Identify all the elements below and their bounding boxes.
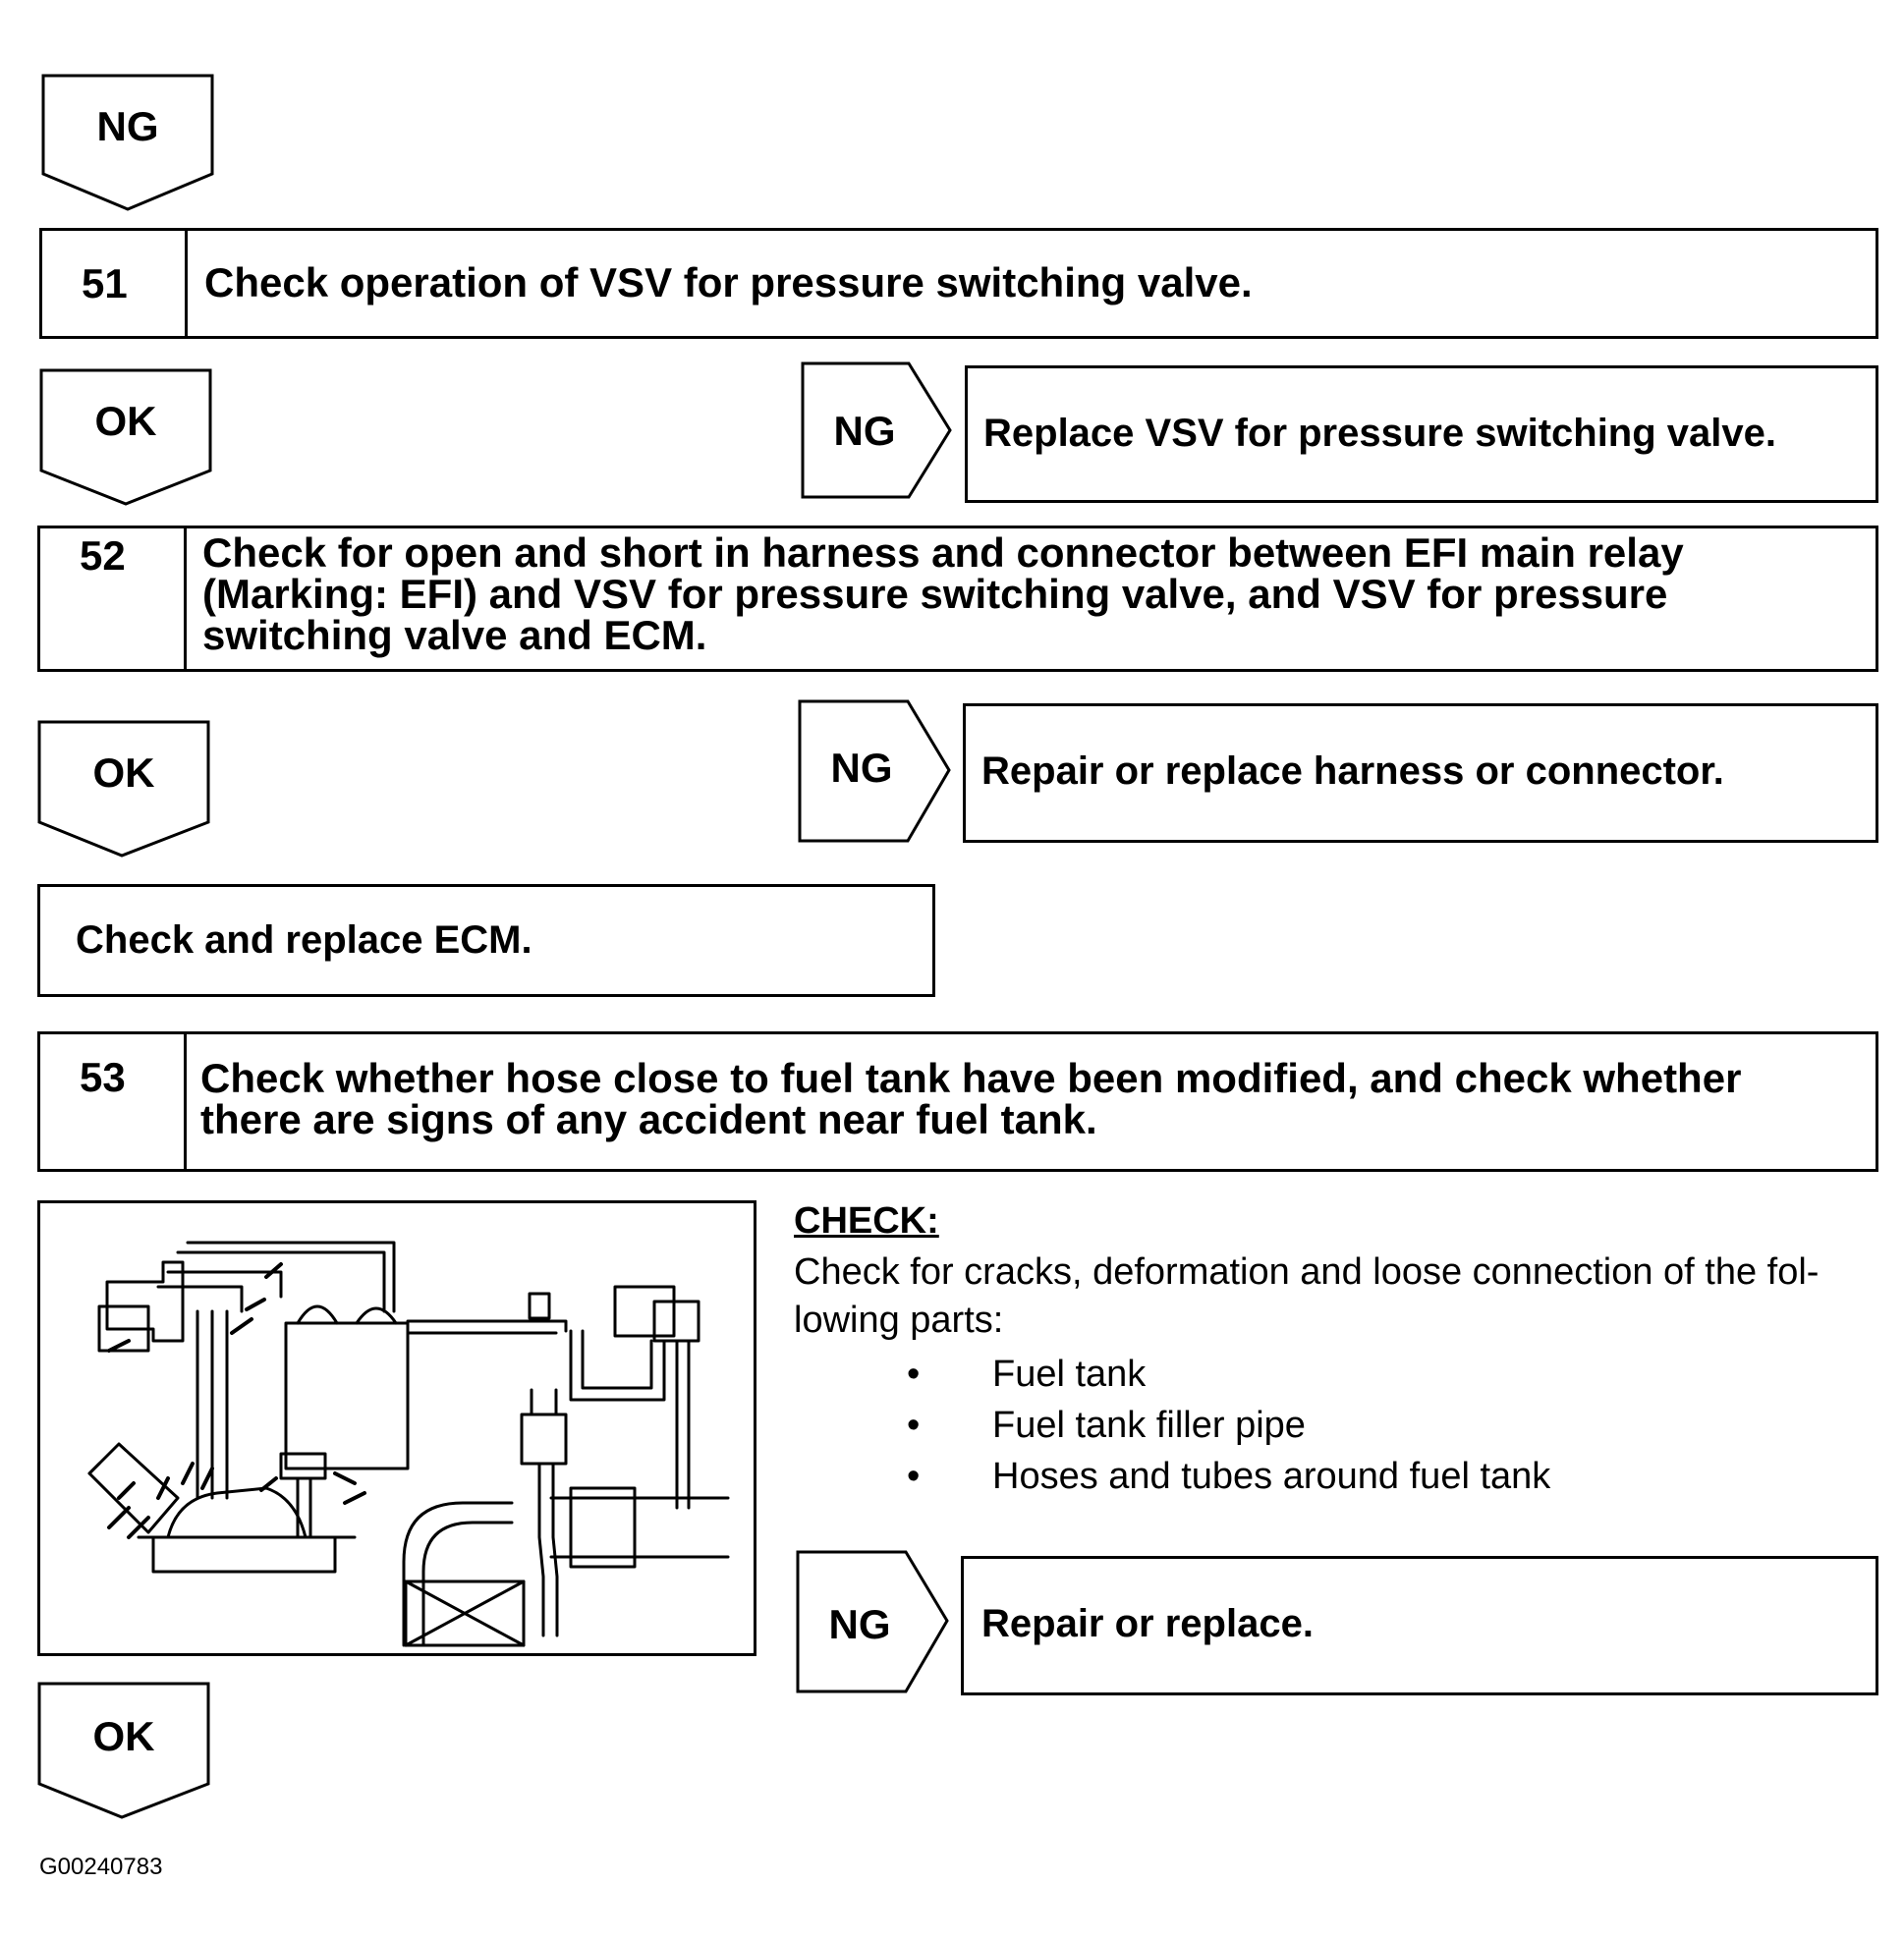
fuel-tank-diagram <box>87 1241 730 1647</box>
step-53-box: 53 Check whether hose close to fuel tank… <box>37 1031 1878 1172</box>
result-box-53: Repair or replace. <box>961 1556 1878 1695</box>
step-text-line-2: there are signs of any accident near fue… <box>200 1096 1097 1142</box>
right-pentagon-shape <box>801 361 952 499</box>
result-box-52: Repair or replace harness or connector. <box>963 703 1878 843</box>
down-pentagon-shape <box>39 368 212 506</box>
final-action-box: Check and replace ECM. <box>37 884 935 997</box>
result-text: Replace VSV for pressure switching valve… <box>983 412 1776 455</box>
step-52-box: 52 Check for open and short in harness a… <box>37 526 1878 672</box>
fuel-system-illustration <box>37 1200 756 1656</box>
step-divider <box>184 528 187 669</box>
check-line-2: lowing parts: <box>794 1300 1004 1341</box>
step-text-line-2: (Marking: EFI) and VSV for pressure swit… <box>202 571 1668 617</box>
ok-label: OK <box>92 749 155 796</box>
step-number: 52 <box>80 532 126 579</box>
final-action-text: Check and replace ECM. <box>76 918 532 962</box>
bullet-icon: • <box>907 1354 921 1395</box>
part-item: Fuel tank filler pipe <box>992 1405 1306 1446</box>
down-pentagon-shape <box>37 1682 210 1819</box>
result-box-51: Replace VSV for pressure switching valve… <box>965 365 1878 503</box>
ng-label: NG <box>828 1601 891 1647</box>
step-text-line-1: Check whether hose close to fuel tank ha… <box>200 1055 1742 1101</box>
step-51-box: 51 Check operation of VSV for pressure s… <box>39 228 1878 339</box>
step-divider <box>185 231 188 336</box>
result-text: Repair or replace. <box>981 1602 1314 1645</box>
check-line-1: Check for cracks, deformation and loose … <box>794 1251 1820 1293</box>
down-pentagon-shape <box>41 74 214 211</box>
ng-label: NG <box>96 103 159 149</box>
step-divider <box>184 1034 187 1169</box>
ng-label: NG <box>833 408 896 454</box>
step-number: 53 <box>80 1054 126 1100</box>
down-pentagon-shape <box>37 720 210 858</box>
bullet-icon: • <box>907 1405 921 1446</box>
part-item: Hoses and tubes around fuel tank <box>992 1456 1551 1497</box>
ng-label: NG <box>830 745 893 791</box>
right-pentagon-shape <box>796 1550 949 1693</box>
step-text-line-3: switching valve and ECM. <box>202 612 707 658</box>
ok-label: OK <box>92 1713 155 1759</box>
part-item: Fuel tank <box>992 1354 1147 1395</box>
result-text: Repair or replace harness or connector. <box>981 749 1724 793</box>
bullet-icon: • <box>907 1456 921 1497</box>
step-text-line-1: Check for open and short in harness and … <box>202 529 1684 576</box>
ok-label: OK <box>94 398 157 444</box>
check-heading: CHECK: <box>794 1200 939 1242</box>
step-text: Check operation of VSV for pressure swit… <box>204 259 1253 305</box>
step-number: 51 <box>82 260 128 306</box>
figure-id: G00240783 <box>39 1854 163 1880</box>
right-pentagon-shape <box>798 699 951 843</box>
